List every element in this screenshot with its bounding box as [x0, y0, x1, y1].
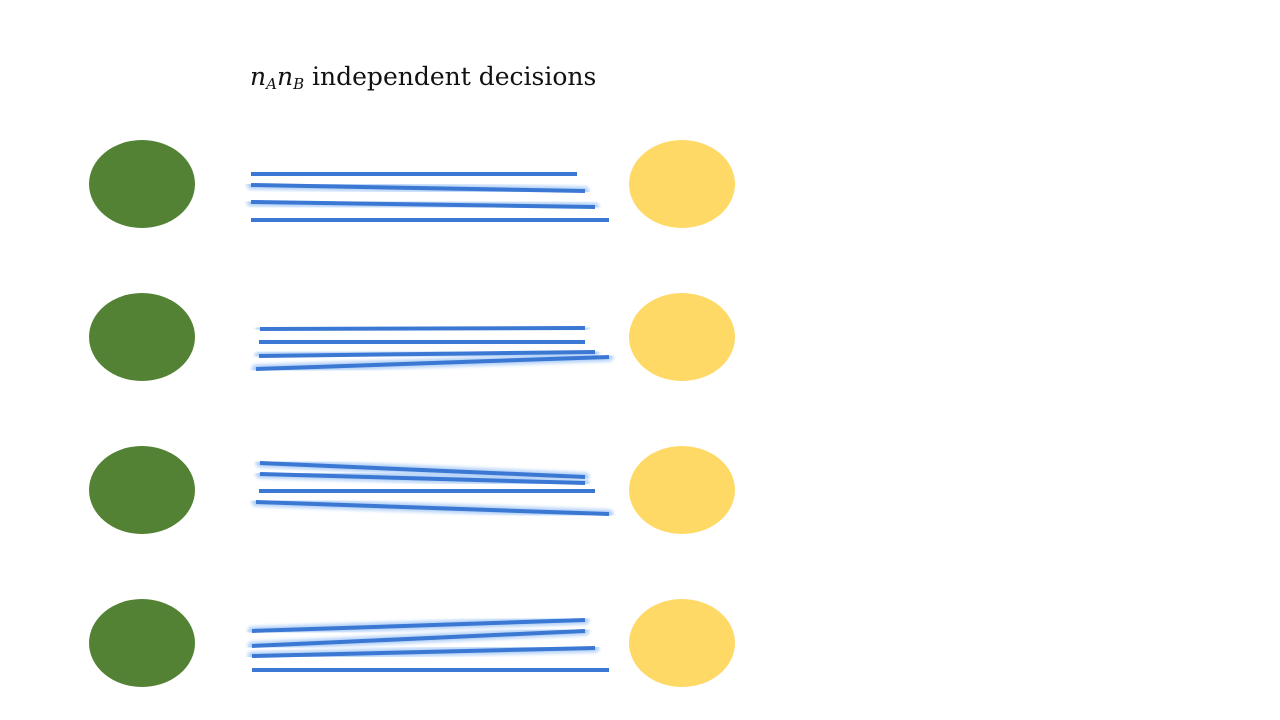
- left-node-1: [89, 140, 195, 228]
- right-node-2: [629, 293, 735, 381]
- nodes-layer: [89, 140, 735, 687]
- edge-A3-B4: [255, 500, 610, 516]
- edge-A2-B1: [259, 326, 586, 331]
- edge-A4-B1: [251, 618, 586, 633]
- edges-glow-layer: [246, 169, 614, 675]
- edge-A3-B2: [259, 472, 586, 485]
- right-node-1: [629, 140, 735, 228]
- left-node-2: [89, 293, 195, 381]
- edge-A1-B2: [250, 183, 586, 193]
- right-node-4: [629, 599, 735, 687]
- title: nAnB independent decisions: [250, 62, 596, 93]
- edge-A3-B1: [259, 461, 586, 479]
- left-node-3: [89, 446, 195, 534]
- title-sub-a: A: [266, 75, 277, 93]
- right-node-3: [629, 446, 735, 534]
- title-sub-b: B: [293, 75, 305, 93]
- edge-A1-B3: [250, 200, 596, 209]
- title-text: independent decisions: [304, 62, 597, 91]
- title-var-n-b: n: [276, 62, 294, 91]
- edge-A2-B4: [255, 355, 610, 371]
- edge-A4-B2: [251, 629, 586, 648]
- left-node-4: [89, 599, 195, 687]
- title-var-n-a: n: [250, 62, 267, 91]
- edge-A2-B3: [258, 350, 596, 358]
- edge-A4-B3: [251, 646, 596, 658]
- edges-layer: [250, 172, 610, 672]
